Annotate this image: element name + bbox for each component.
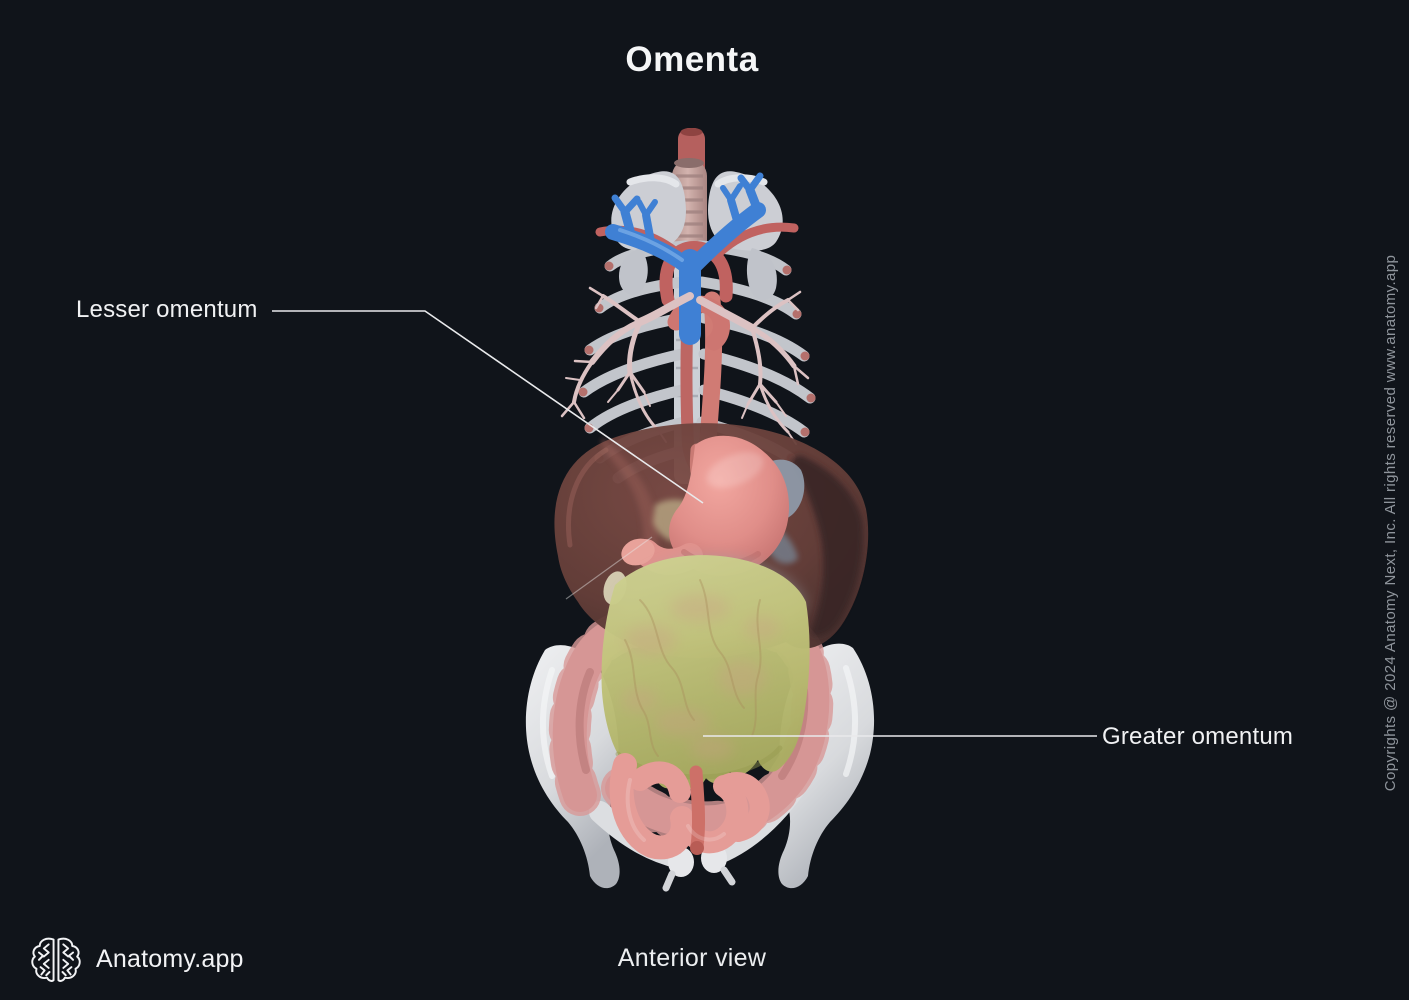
falciform-edge-line — [565, 536, 653, 600]
vein-highlight — [618, 228, 684, 262]
stomach — [621, 435, 790, 576]
small-intestine-tip — [625, 765, 726, 855]
greater-omentum-shape — [601, 555, 810, 790]
label-lesser-omentum: Lesser omentum — [76, 296, 258, 323]
liver-left-lobe-fold — [601, 438, 659, 572]
small-intestine — [609, 753, 770, 860]
view-caption: Anterior view — [617, 944, 767, 972]
leader-lines — [272, 310, 1097, 737]
brain-logo-icon — [30, 934, 82, 984]
copyright-watermark: Copyrights @ 2024 Anatomy Next, Inc. All… — [1382, 254, 1399, 792]
liver-right-lobe-edge — [790, 455, 864, 637]
brand-name: Anatomy.app — [96, 944, 244, 973]
label-greater-omentum: Greater omentum — [1102, 723, 1294, 750]
bronchial-tree — [560, 286, 810, 445]
brand-lockup: Anatomy.app — [30, 934, 244, 984]
duodenal-bulb — [621, 538, 655, 566]
lesser-omentum-leader-line — [272, 310, 704, 504]
page-title: Omenta — [625, 40, 759, 79]
